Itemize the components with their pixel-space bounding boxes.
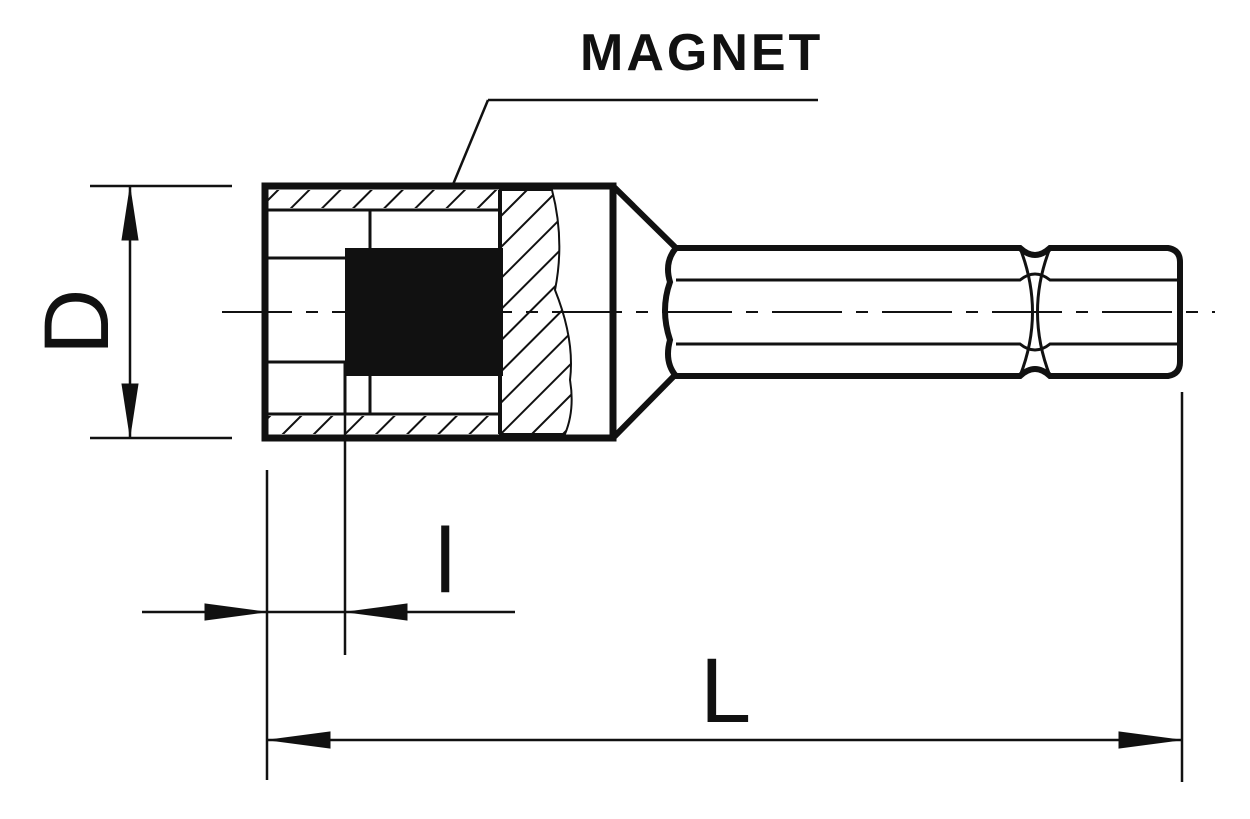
magnet-label: MAGNET bbox=[580, 24, 823, 82]
diameter-dimension bbox=[90, 184, 232, 440]
diameter-label: D bbox=[26, 289, 128, 355]
socket-depth-label: l bbox=[435, 510, 455, 612]
total-length-label: L bbox=[700, 640, 751, 742]
socket-taper bbox=[610, 183, 679, 441]
top-wall-hatch bbox=[268, 190, 500, 208]
bottom-wall-hatch bbox=[268, 416, 500, 434]
total-length-dimension bbox=[267, 392, 1184, 782]
socket-depth-dimension bbox=[142, 414, 515, 780]
